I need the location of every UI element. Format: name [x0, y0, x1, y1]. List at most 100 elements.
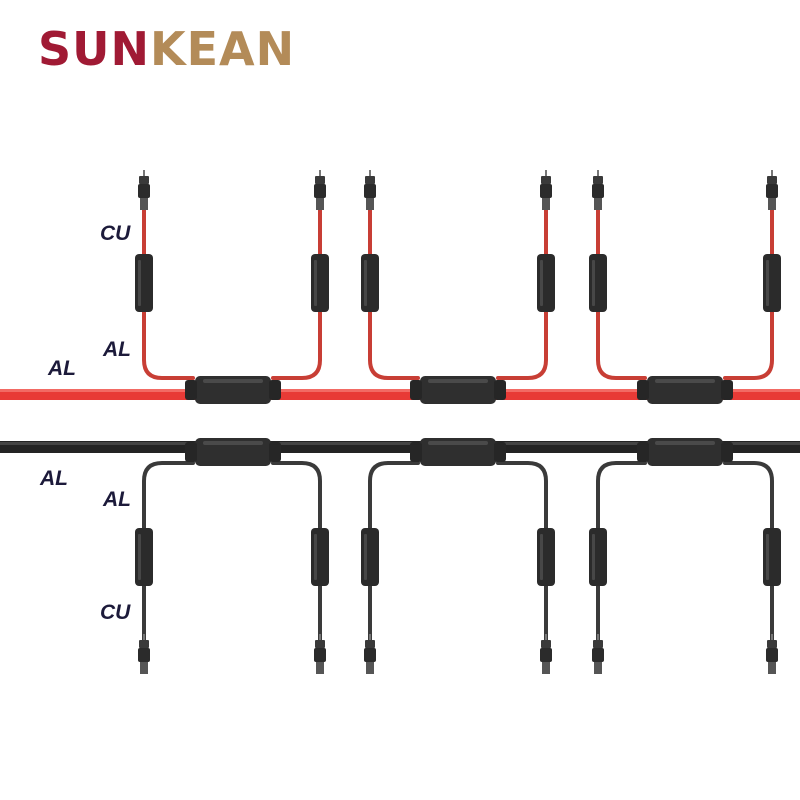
splice-left-nut [410, 380, 422, 400]
splice-right-nut [721, 442, 733, 462]
label-bottom-cu: CU [100, 601, 131, 624]
connector-pin-icon [319, 170, 321, 176]
splice-left-nut [637, 380, 649, 400]
connector-sleeve-icon [316, 198, 324, 210]
red-branch-cable [496, 198, 548, 380]
connector-pin-icon [771, 634, 773, 640]
inline-fuse-highlight [766, 534, 769, 580]
connector-body-icon [364, 648, 376, 662]
splice-left-nut [637, 442, 649, 462]
splice-highlight [655, 379, 715, 383]
inline-fuse-highlight [314, 534, 317, 580]
inline-fuse-highlight [592, 260, 595, 306]
connector-cap-icon [139, 176, 149, 184]
brand-logo-part2: KEAN [149, 22, 296, 76]
inline-fuse-icon [537, 528, 555, 586]
connector-cap-icon [365, 640, 375, 648]
black-branch-cable [368, 461, 420, 642]
inline-fuse-icon [311, 528, 329, 586]
splice-right-nut [269, 442, 281, 462]
splice-highlight [428, 441, 488, 445]
inline-fuse-highlight [314, 260, 317, 306]
brand-logo: SUNKEAN [38, 24, 295, 74]
connector-body-icon [138, 184, 150, 198]
splice-highlight [655, 441, 715, 445]
splice-left-nut [410, 442, 422, 462]
inline-fuse-highlight [766, 260, 769, 306]
connector-body-icon [314, 184, 326, 198]
red-branch-group [135, 170, 781, 380]
inline-fuse-icon [311, 254, 329, 312]
splice-right-nut [494, 442, 506, 462]
black-branch-group [135, 461, 781, 674]
black-branch-cable [596, 461, 647, 642]
inline-fuse-icon [589, 254, 607, 312]
splice-highlight [203, 441, 263, 445]
connector-body-icon [592, 184, 604, 198]
connector-cap-icon [541, 640, 551, 648]
black-branch-cable [271, 461, 322, 642]
splice-highlight [428, 379, 488, 383]
connector-body-icon [766, 648, 778, 662]
connector-cap-icon [315, 176, 325, 184]
black-branch-cable [723, 461, 774, 642]
red-branch-cable [142, 198, 195, 380]
label-top-cu: CU [100, 222, 131, 245]
connector-cap-icon [593, 176, 603, 184]
label-top-al-branch: AL [102, 338, 131, 361]
connector-pin-icon [369, 634, 371, 640]
connector-body-icon [540, 648, 552, 662]
inline-fuse-highlight [364, 534, 367, 580]
brand-logo-part1: SUN [38, 22, 150, 76]
connector-cap-icon [767, 640, 777, 648]
connector-cap-icon [541, 176, 551, 184]
splice-highlight [203, 379, 263, 383]
connector-body-icon [364, 184, 376, 198]
inline-fuse-highlight [592, 534, 595, 580]
splice-left-nut [185, 380, 197, 400]
red-trunk-highlight [0, 389, 800, 392]
connector-sleeve-icon [594, 662, 602, 674]
red-branch-cable [596, 198, 647, 380]
black-trunk-highlight [0, 442, 800, 445]
splice-left-nut [185, 442, 197, 462]
label-top-al-trunk: AL [47, 357, 76, 380]
inline-fuse-highlight [540, 260, 543, 306]
connector-cap-icon [315, 640, 325, 648]
red-branch-cable [368, 198, 420, 380]
connector-cap-icon [139, 640, 149, 648]
inline-fuse-icon [135, 254, 153, 312]
connector-pin-icon [597, 634, 599, 640]
red-trunk-cable [0, 389, 800, 400]
connector-sleeve-icon [366, 662, 374, 674]
inline-fuse-highlight [364, 260, 367, 306]
connector-sleeve-icon [594, 198, 602, 210]
connector-body-icon [766, 184, 778, 198]
inline-fuse-highlight [540, 534, 543, 580]
inline-fuse-highlight [138, 534, 141, 580]
connector-pin-icon [143, 170, 145, 176]
connector-sleeve-icon [768, 662, 776, 674]
label-bottom-al-trunk: AL [39, 467, 68, 490]
inline-fuse-icon [589, 528, 607, 586]
splice-right-nut [494, 380, 506, 400]
black-branch-cable [496, 461, 548, 642]
connector-pin-icon [771, 170, 773, 176]
red-branch-cable [723, 198, 774, 380]
splice-group [185, 376, 733, 466]
connector-body-icon [138, 648, 150, 662]
connector-pin-icon [545, 170, 547, 176]
connector-body-icon [540, 184, 552, 198]
connector-cap-icon [767, 176, 777, 184]
inline-fuse-icon [361, 254, 379, 312]
splice-right-nut [269, 380, 281, 400]
inline-fuse-icon [763, 528, 781, 586]
connector-pin-icon [369, 170, 371, 176]
connector-sleeve-icon [542, 198, 550, 210]
connector-pin-icon [319, 634, 321, 640]
inline-fuse-icon [135, 528, 153, 586]
connector-sleeve-icon [542, 662, 550, 674]
connector-body-icon [314, 648, 326, 662]
connector-sleeve-icon [768, 198, 776, 210]
label-bottom-al-branch: AL [102, 488, 131, 511]
